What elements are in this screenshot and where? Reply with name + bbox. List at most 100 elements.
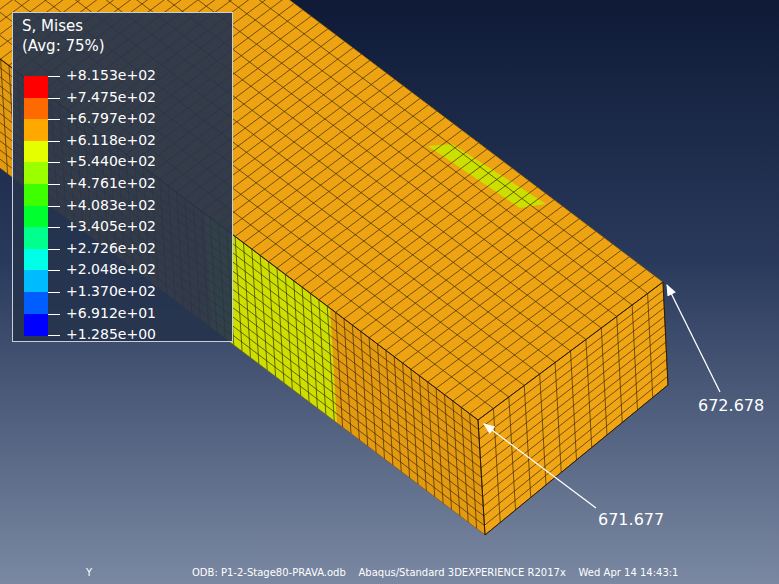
legend-swatch xyxy=(24,141,48,163)
legend-swatch xyxy=(24,314,48,336)
mesh-line xyxy=(470,276,655,414)
mesh-line xyxy=(243,105,428,243)
mesh-line xyxy=(394,357,401,472)
legend-swatch xyxy=(24,184,48,206)
mesh-line xyxy=(218,86,403,224)
mesh-line xyxy=(386,212,571,350)
mesh-line xyxy=(227,92,412,230)
mesh-line xyxy=(302,149,487,287)
mesh-line xyxy=(428,244,613,382)
mesh-line xyxy=(0,0,482,478)
front-face xyxy=(478,282,668,535)
mesh-line xyxy=(419,238,604,376)
mesh-line xyxy=(235,98,420,236)
mesh-line xyxy=(0,0,119,8)
mesh-line xyxy=(277,130,462,268)
mesh-line xyxy=(428,382,435,497)
mesh-line xyxy=(277,268,284,383)
legend-swatch xyxy=(24,249,48,271)
legend-swatch xyxy=(24,270,48,292)
mesh-line xyxy=(419,376,426,491)
mesh-line xyxy=(0,0,555,362)
stress-band xyxy=(428,144,546,208)
leader-line xyxy=(667,285,720,392)
mesh-line xyxy=(361,193,546,331)
legend-tick xyxy=(48,206,60,207)
legend-swatch xyxy=(24,206,48,228)
mesh-line xyxy=(394,219,579,357)
legend-swatch xyxy=(24,76,48,98)
mesh-line xyxy=(411,369,418,484)
probe-value: 671.677 xyxy=(598,511,664,529)
mesh-line xyxy=(482,334,666,478)
mesh-line xyxy=(0,0,480,449)
legend-value: +6.797e+02 xyxy=(66,110,156,126)
edge-outline xyxy=(478,282,668,535)
legend-value: +4.083e+02 xyxy=(66,197,156,213)
legend-swatch xyxy=(24,119,48,141)
mesh-line xyxy=(1,59,8,174)
legend-swatch xyxy=(24,98,48,120)
mesh-line xyxy=(344,181,529,319)
mesh-line xyxy=(470,414,477,529)
mesh-lines xyxy=(0,0,668,535)
legend-value: +3.405e+02 xyxy=(66,218,156,234)
legend-value: +2.726e+02 xyxy=(66,240,156,256)
legend-tick xyxy=(48,249,60,250)
legend-subtitle: (Avg: 75%) xyxy=(22,38,105,55)
mesh-line xyxy=(285,136,470,274)
mesh-line xyxy=(484,376,667,525)
legend-tick xyxy=(48,227,60,228)
legend-value: +4.761e+02 xyxy=(66,175,156,191)
mesh-line xyxy=(269,262,276,377)
mesh-line xyxy=(0,0,481,468)
mesh-line xyxy=(482,342,666,487)
mesh-line xyxy=(302,287,309,402)
mesh-line xyxy=(294,143,479,281)
mesh-line xyxy=(403,225,588,363)
legend-tick xyxy=(48,184,60,185)
mesh-line xyxy=(369,338,376,453)
legend-value: +6.118e+02 xyxy=(66,132,156,148)
mesh-line xyxy=(352,325,359,440)
mesh-line xyxy=(0,0,524,385)
status-footer: ODB: P1-2-Stage80-PRAVA.odb Abaqus/Stand… xyxy=(192,567,678,579)
legend-tick xyxy=(48,76,60,77)
legend-tick xyxy=(48,98,60,99)
legend-tick xyxy=(48,141,60,142)
mesh-line xyxy=(260,255,267,370)
mesh-line xyxy=(0,0,479,439)
legend-value: +8.153e+02 xyxy=(66,67,156,83)
mesh-line xyxy=(0,0,479,430)
mesh-line xyxy=(648,294,653,398)
mesh-line xyxy=(0,0,482,487)
mesh-line xyxy=(0,0,483,506)
mesh-line xyxy=(0,0,617,316)
mesh-line xyxy=(260,117,445,255)
legend-tick xyxy=(48,292,60,293)
mesh-line xyxy=(336,174,521,312)
mesh-line xyxy=(352,187,537,325)
legend-tick xyxy=(48,314,60,315)
mesh-line xyxy=(0,0,509,397)
mesh-line xyxy=(369,200,554,338)
mesh-line xyxy=(0,0,110,2)
legend-value: +5.440e+02 xyxy=(66,153,156,169)
mesh-line xyxy=(294,281,301,396)
mesh-line xyxy=(344,319,351,434)
mesh-line xyxy=(403,363,410,478)
mesh-line xyxy=(0,0,484,525)
legend-tick xyxy=(48,270,60,271)
leader-line xyxy=(484,424,596,508)
mesh-line xyxy=(0,0,480,458)
legend-swatch xyxy=(24,162,48,184)
mesh-line xyxy=(481,325,665,468)
legend-tick xyxy=(48,119,60,120)
mesh-line xyxy=(444,395,451,510)
mesh-line xyxy=(453,401,460,516)
legend-value: +2.048e+02 xyxy=(66,261,156,277)
mesh-line xyxy=(310,293,317,408)
legend-tick xyxy=(48,335,60,336)
mesh-line xyxy=(310,155,495,293)
mesh-line xyxy=(386,350,393,465)
